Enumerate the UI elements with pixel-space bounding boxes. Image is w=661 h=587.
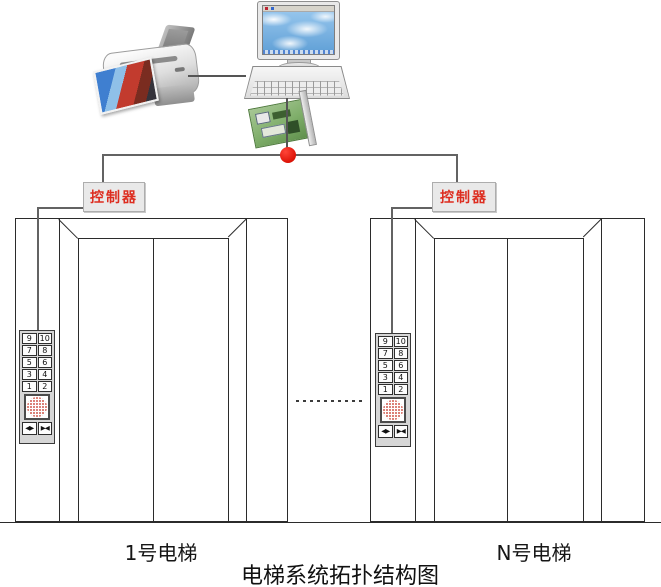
door-open-button: ◀▶ xyxy=(22,422,37,435)
controller-label: 控制器 xyxy=(440,190,488,206)
printer-computer-cable xyxy=(188,75,246,77)
controller-label: 控制器 xyxy=(90,190,138,206)
bus-drop-left xyxy=(102,154,104,183)
floor-button: 3 xyxy=(22,369,37,380)
door-close-button: ▶◀ xyxy=(393,425,408,438)
keypad-panel-right: 9 10 7 8 5 6 3 4 1 2 ◀▶ ▶◀ xyxy=(375,333,411,447)
floor-button: 7 xyxy=(378,348,393,359)
floor-buttons: 9 10 7 8 5 6 3 4 1 2 xyxy=(22,333,52,392)
controller-box-left: 控制器 xyxy=(83,182,145,212)
door-open-button: ◀▶ xyxy=(378,425,393,438)
monitor-icon xyxy=(257,1,340,60)
keyboard-icon xyxy=(244,66,350,99)
keypad-panel-left: 9 10 7 8 5 6 3 4 1 2 ◀▶ ▶◀ xyxy=(19,330,55,444)
diagram-title: 电梯系统拓扑结构图 xyxy=(240,564,439,587)
floor-button: 10 xyxy=(393,336,408,347)
floor-button: 2 xyxy=(37,381,52,392)
elevator-frame-left xyxy=(415,219,416,521)
printer-icon xyxy=(93,24,206,115)
floor-button: 3 xyxy=(378,372,393,383)
elevator-frame-left xyxy=(59,219,60,521)
elevator-door-split xyxy=(153,238,154,523)
floor-button: 2 xyxy=(393,384,408,395)
floor-button: 6 xyxy=(393,360,408,371)
elevator-doors xyxy=(434,238,584,523)
floor-button: 6 xyxy=(37,357,52,368)
floor-button: 10 xyxy=(37,333,52,344)
ellipsis-dots xyxy=(296,400,366,402)
elevator-right-label: N号电梯 xyxy=(496,541,572,565)
floor-line xyxy=(0,522,661,523)
floor-button: 5 xyxy=(22,357,37,368)
speaker-icon xyxy=(24,394,50,420)
floor-buttons: 9 10 7 8 5 6 3 4 1 2 xyxy=(378,336,408,395)
floor-button: 9 xyxy=(22,333,37,344)
controller-keypad-cable-left-h xyxy=(37,207,84,209)
speaker-icon xyxy=(380,397,406,423)
controller-box-right: 控制器 xyxy=(432,182,496,212)
door-close-button: ▶◀ xyxy=(37,422,52,435)
floor-button: 4 xyxy=(393,372,408,383)
elevator-door-split xyxy=(507,238,508,523)
computer-card-cable xyxy=(286,98,288,156)
controller-keypad-cable-right-v xyxy=(391,207,393,335)
floor-button: 9 xyxy=(378,336,393,347)
network-card-icon xyxy=(247,89,317,149)
floor-button: 4 xyxy=(37,369,52,380)
monitor-screen xyxy=(262,5,335,55)
floor-button: 8 xyxy=(37,345,52,356)
floor-button: 8 xyxy=(393,348,408,359)
floor-button: 1 xyxy=(378,384,393,395)
controller-keypad-cable-left-v xyxy=(37,207,39,333)
elevator-left-label: 1号电梯 xyxy=(124,541,198,565)
floor-button: 5 xyxy=(378,360,393,371)
bus-drop-right xyxy=(456,154,458,183)
elevator-left xyxy=(15,218,288,523)
controller-keypad-cable-right-h xyxy=(391,207,433,209)
elevator-right xyxy=(370,218,645,523)
network-hub-dot xyxy=(280,147,296,163)
floor-button: 7 xyxy=(22,345,37,356)
elevator-frame-right xyxy=(601,219,602,521)
elevator-frame-right xyxy=(246,219,247,521)
floor-button: 1 xyxy=(22,381,37,392)
